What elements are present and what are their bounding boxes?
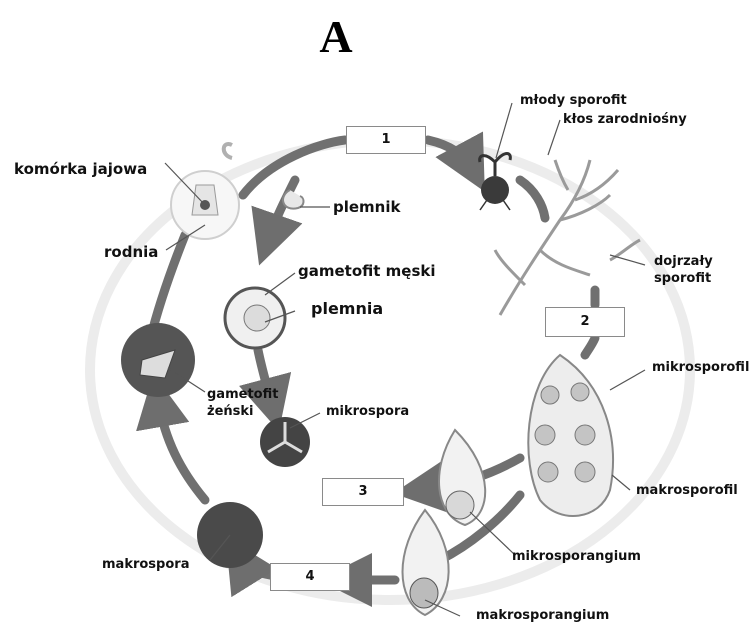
microspore-illustration [260,417,310,467]
label-rodnia: rodnia [104,244,158,261]
label-dojrzaly-line1: dojrzały [654,253,713,270]
label-makrosporofil: makrosporofil [636,482,738,499]
label-klos-zarodniosny: kłos zarodniośny [563,111,687,128]
makrosporophyll-illustration [403,510,449,615]
arrow-makrospora-to-female-gametophyte [158,400,205,500]
label-mlody-sporofit: młody sporofit [520,92,627,109]
label-gametofit-meski: gametofit męski [298,263,436,280]
answer-box-2: 2 [545,307,625,337]
arrow-sperm-path [268,180,295,240]
label-makrospora: makrospora [102,556,189,573]
arrow-box2-to-strobilus [585,338,595,355]
arrow-young-to-mature [520,180,545,218]
archegonium-illustration [171,144,239,239]
female-gametophyte-illustration [121,323,195,397]
label-komorka-jajowa: komórka jajowa [14,161,147,178]
label-plemnik: plemnik [333,199,400,216]
label-gametofit-zenski-line2: żeński [207,403,253,420]
label-dojrzaly-line2: sporofit [654,270,711,287]
label-mikrosporangium: mikrosporangium [512,548,641,565]
answer-box-1: 1 [346,126,426,154]
answer-box-4: 4 [270,563,350,591]
microsporophyll-illustration [439,430,485,525]
label-makrosporangium: makrosporangium [476,607,609,624]
label-mikrospora: mikrospora [326,403,409,420]
label-gametofit-zenski-line1: gametofit [207,386,278,403]
answer-box-3: 3 [322,478,404,506]
strobilus-illustration [528,355,613,516]
label-mikrosporofil: mikrosporofil [652,359,749,376]
label-plemnia: plemnia [311,300,383,317]
sperm-illustration [283,190,304,209]
